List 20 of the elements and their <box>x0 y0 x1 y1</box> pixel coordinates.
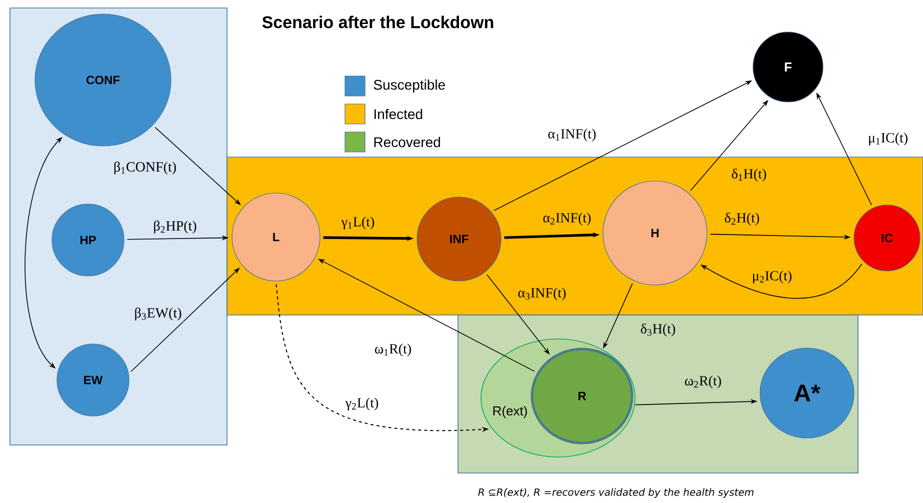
edge-label: γ$_{1}$L(t) <box>340 215 376 231</box>
edge-label: α$_{3}$INF(t) <box>516 286 568 302</box>
edge-label: ω$_{1}$R(t) <box>372 342 414 358</box>
edge-label: β$_{2}$HP(t) <box>152 219 198 235</box>
edge-label: β$_{1}$CONF(t) <box>112 160 178 176</box>
edge-label: ω$_{2}$R(t) <box>682 374 724 390</box>
edge-label: μ$_{1}$IC(t) <box>866 131 910 147</box>
title: Scenario after the Lockdown <box>262 16 494 28</box>
legend-label: Susceptible <box>374 79 445 93</box>
edge-label: μ$_{2}$IC(t) <box>750 269 794 285</box>
edge-label: β$_{3}$EW(t) <box>132 306 184 322</box>
edge-label: δ$_{2}$H(t) <box>722 211 762 227</box>
edge-label: γ$_{2}$L(t) <box>344 396 380 412</box>
legend-label: Infected <box>374 108 422 120</box>
edge-label: δ$_{3}$H(t) <box>638 322 678 338</box>
legend-label: Recovered <box>374 136 440 148</box>
edge-label: δ$_{1}$H(t) <box>730 167 768 183</box>
edge-label: α$_{2}$INF(t) <box>541 211 593 227</box>
caption: R ⊆R(ext), R =recovers validated by the health system <box>478 488 754 498</box>
edge-label: α$_{1}$INF(t) <box>546 127 598 143</box>
